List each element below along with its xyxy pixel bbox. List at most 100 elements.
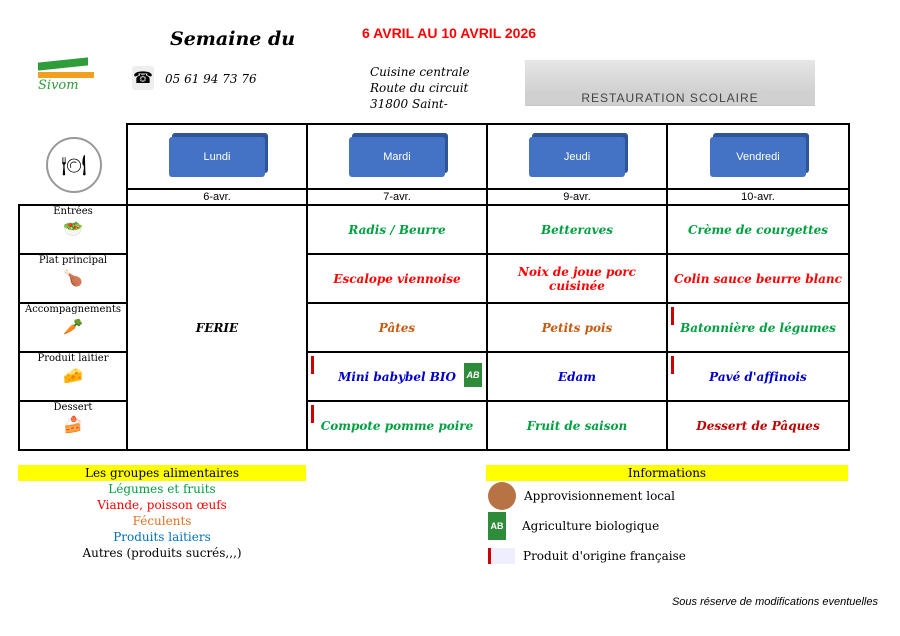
week-dates: 6 AVRIL AU 10 AVRIL 2026 (362, 25, 537, 41)
day-name: Jeudi (529, 136, 625, 177)
french-origin-icon (488, 548, 515, 564)
menu-cell: Dessert de Pâques (666, 400, 850, 451)
french-origin-icon (311, 405, 340, 423)
dish-name: Crème de courgettes (687, 222, 829, 237)
dish-name: Fruit de saison (526, 418, 628, 433)
day-header: Lundi (126, 123, 308, 190)
restauration-banner: RESTAURATION SCOLAIRE (525, 60, 815, 106)
dish-name: Pavé d'affinois (709, 369, 807, 384)
menu-cell: Edam (486, 351, 668, 402)
legend-item: Viande, poisson œufs (97, 498, 227, 512)
menu-cell: Compote pomme poire (306, 400, 488, 451)
info-label: Approvisionnement local (524, 489, 676, 503)
category-cell: Accompagnements🥕 (18, 302, 128, 353)
info-label: Produit d'origine française (523, 549, 686, 563)
plate-icon: 🍽 (46, 137, 102, 193)
info-title: Informations (486, 465, 848, 481)
dish-name: Betteraves (541, 222, 613, 237)
food-groups-legend: Les groupes alimentaires Légumes et frui… (18, 465, 306, 561)
info-bio: AB Agriculture biologique (488, 512, 659, 540)
menu-cell: Petits pois (486, 302, 668, 353)
category-cell: Entrées 🥗 (18, 204, 128, 255)
category-cell: Dessert 🍰 (18, 400, 128, 451)
table-row: Plat principal 🍗 Escalope viennoise Noix de… (18, 253, 850, 304)
legend-item: Légumes et fruits (108, 482, 216, 496)
category-label: Dessert (53, 402, 93, 413)
dish-name: Batonnière de légumes (680, 320, 836, 335)
ab-organic-icon: AB (464, 363, 482, 387)
day-name: Mardi (349, 136, 445, 177)
french-origin-icon (671, 356, 700, 374)
menu-cell: Betteraves (486, 204, 668, 255)
dish-name: Pâtes (378, 320, 416, 335)
address-line: Route du circuit (370, 81, 469, 95)
dish-name: Colin sauce beurre blanc (674, 271, 842, 286)
day-date: 10-avr. (666, 188, 850, 206)
menu-cell: AB Mini babybel BIO (306, 351, 488, 402)
french-origin-icon (311, 356, 340, 374)
dish-name: Noix de joue porc cuisinée (518, 264, 636, 293)
ab-organic-icon: AB (488, 512, 506, 540)
banner-label: RESTAURATION SCOLAIRE (525, 91, 815, 105)
address-line: 31800 Saint- (370, 97, 448, 111)
dairy-icon: 🧀 (63, 366, 83, 385)
menu-cell: Pavé d'affinois (666, 351, 850, 402)
menu-cell: Fruit de saison (486, 400, 668, 451)
legend-item: Autres (produits sucrés,,,) (82, 546, 242, 560)
day-date: 7-avr. (306, 188, 488, 206)
dish-name: Compote pomme poire (320, 418, 474, 433)
info-local: Approvisionnement local (488, 482, 675, 510)
local-product-icon (488, 482, 516, 510)
phone-number: 05 61 94 73 76 (165, 72, 257, 86)
dish-name: Petits pois (541, 320, 613, 335)
french-origin-icon (671, 307, 700, 325)
week-title: Semaine du (170, 28, 296, 50)
holiday-label: FERIE (195, 320, 239, 335)
day-header: Vendredi (666, 123, 850, 190)
lundi-cell: FERIE (126, 204, 308, 451)
day-name: Vendredi (710, 136, 806, 177)
dish-name: Mini babybel BIO (338, 369, 456, 384)
dish-name: Dessert de Pâques (696, 418, 820, 433)
legend-item: Féculents (132, 514, 192, 528)
sivom-logo: Sivom (38, 57, 102, 100)
table-row: Dessert 🍰 Compote pomme poire Fruit de sais… (18, 400, 850, 451)
menu-cell: Noix de joue porc cuisinée (486, 253, 668, 304)
info-french: Produit d'origine française (488, 548, 686, 564)
address-line: Cuisine centrale (370, 65, 470, 79)
table-row: Accompagnements🥕 Pâtes Petits pois Batonniè… (18, 302, 850, 353)
dish-name: Edam (557, 369, 596, 384)
category-label: Accompagnements (24, 304, 122, 315)
day-name: Lundi (169, 136, 265, 177)
category-cell: Plat principal 🍗 (18, 253, 128, 304)
cake-icon: 🍰 (63, 415, 83, 434)
category-cell: Produit laitier 🧀 (18, 351, 128, 402)
menu-cell: Colin sauce beurre blanc (666, 253, 850, 304)
menu-table: Lundi Mardi Jeudi Vendredi 6-avr. 7-avr.… (18, 123, 850, 451)
logo-text: Sivom (38, 78, 79, 93)
salad-icon: 🥗 (63, 219, 83, 238)
menu-cell: Batonnière de légumes (666, 302, 850, 353)
category-label: Plat principal (38, 255, 108, 266)
category-label: Produit laitier (37, 353, 109, 364)
dish-name: Escalope viennoise (333, 271, 461, 286)
menu-cell: Pâtes (306, 302, 488, 353)
chicken-icon: 🍗 (63, 268, 83, 287)
day-date: 9-avr. (486, 188, 668, 206)
legend-item: Produits laitiers (113, 530, 211, 544)
table-row: Entrées 🥗 FERIE Radis / Beurre Betteraves Crè… (18, 204, 850, 451)
table-row: Produit laitier 🧀 AB Mini babybel BIO Edam Pa… (18, 351, 850, 402)
footer-note: Sous réserve de modifications eventuelle… (671, 596, 878, 608)
phone-icon: ☎ (132, 66, 154, 90)
menu-cell: Radis / Beurre (306, 204, 488, 255)
dish-name: Radis / Beurre (348, 222, 446, 237)
day-date: 6-avr. (126, 188, 308, 206)
day-header: Jeudi (486, 123, 668, 190)
menu-cell: Escalope viennoise (306, 253, 488, 304)
address: Cuisine centrale Route du circuit 31800 … (370, 64, 470, 112)
category-label: Entrées (53, 206, 93, 217)
menu-cell: Crème de courgettes (666, 204, 850, 255)
legend-title: Les groupes alimentaires (18, 465, 306, 481)
day-header: Mardi (306, 123, 488, 190)
info-label: Agriculture biologique (522, 519, 660, 533)
